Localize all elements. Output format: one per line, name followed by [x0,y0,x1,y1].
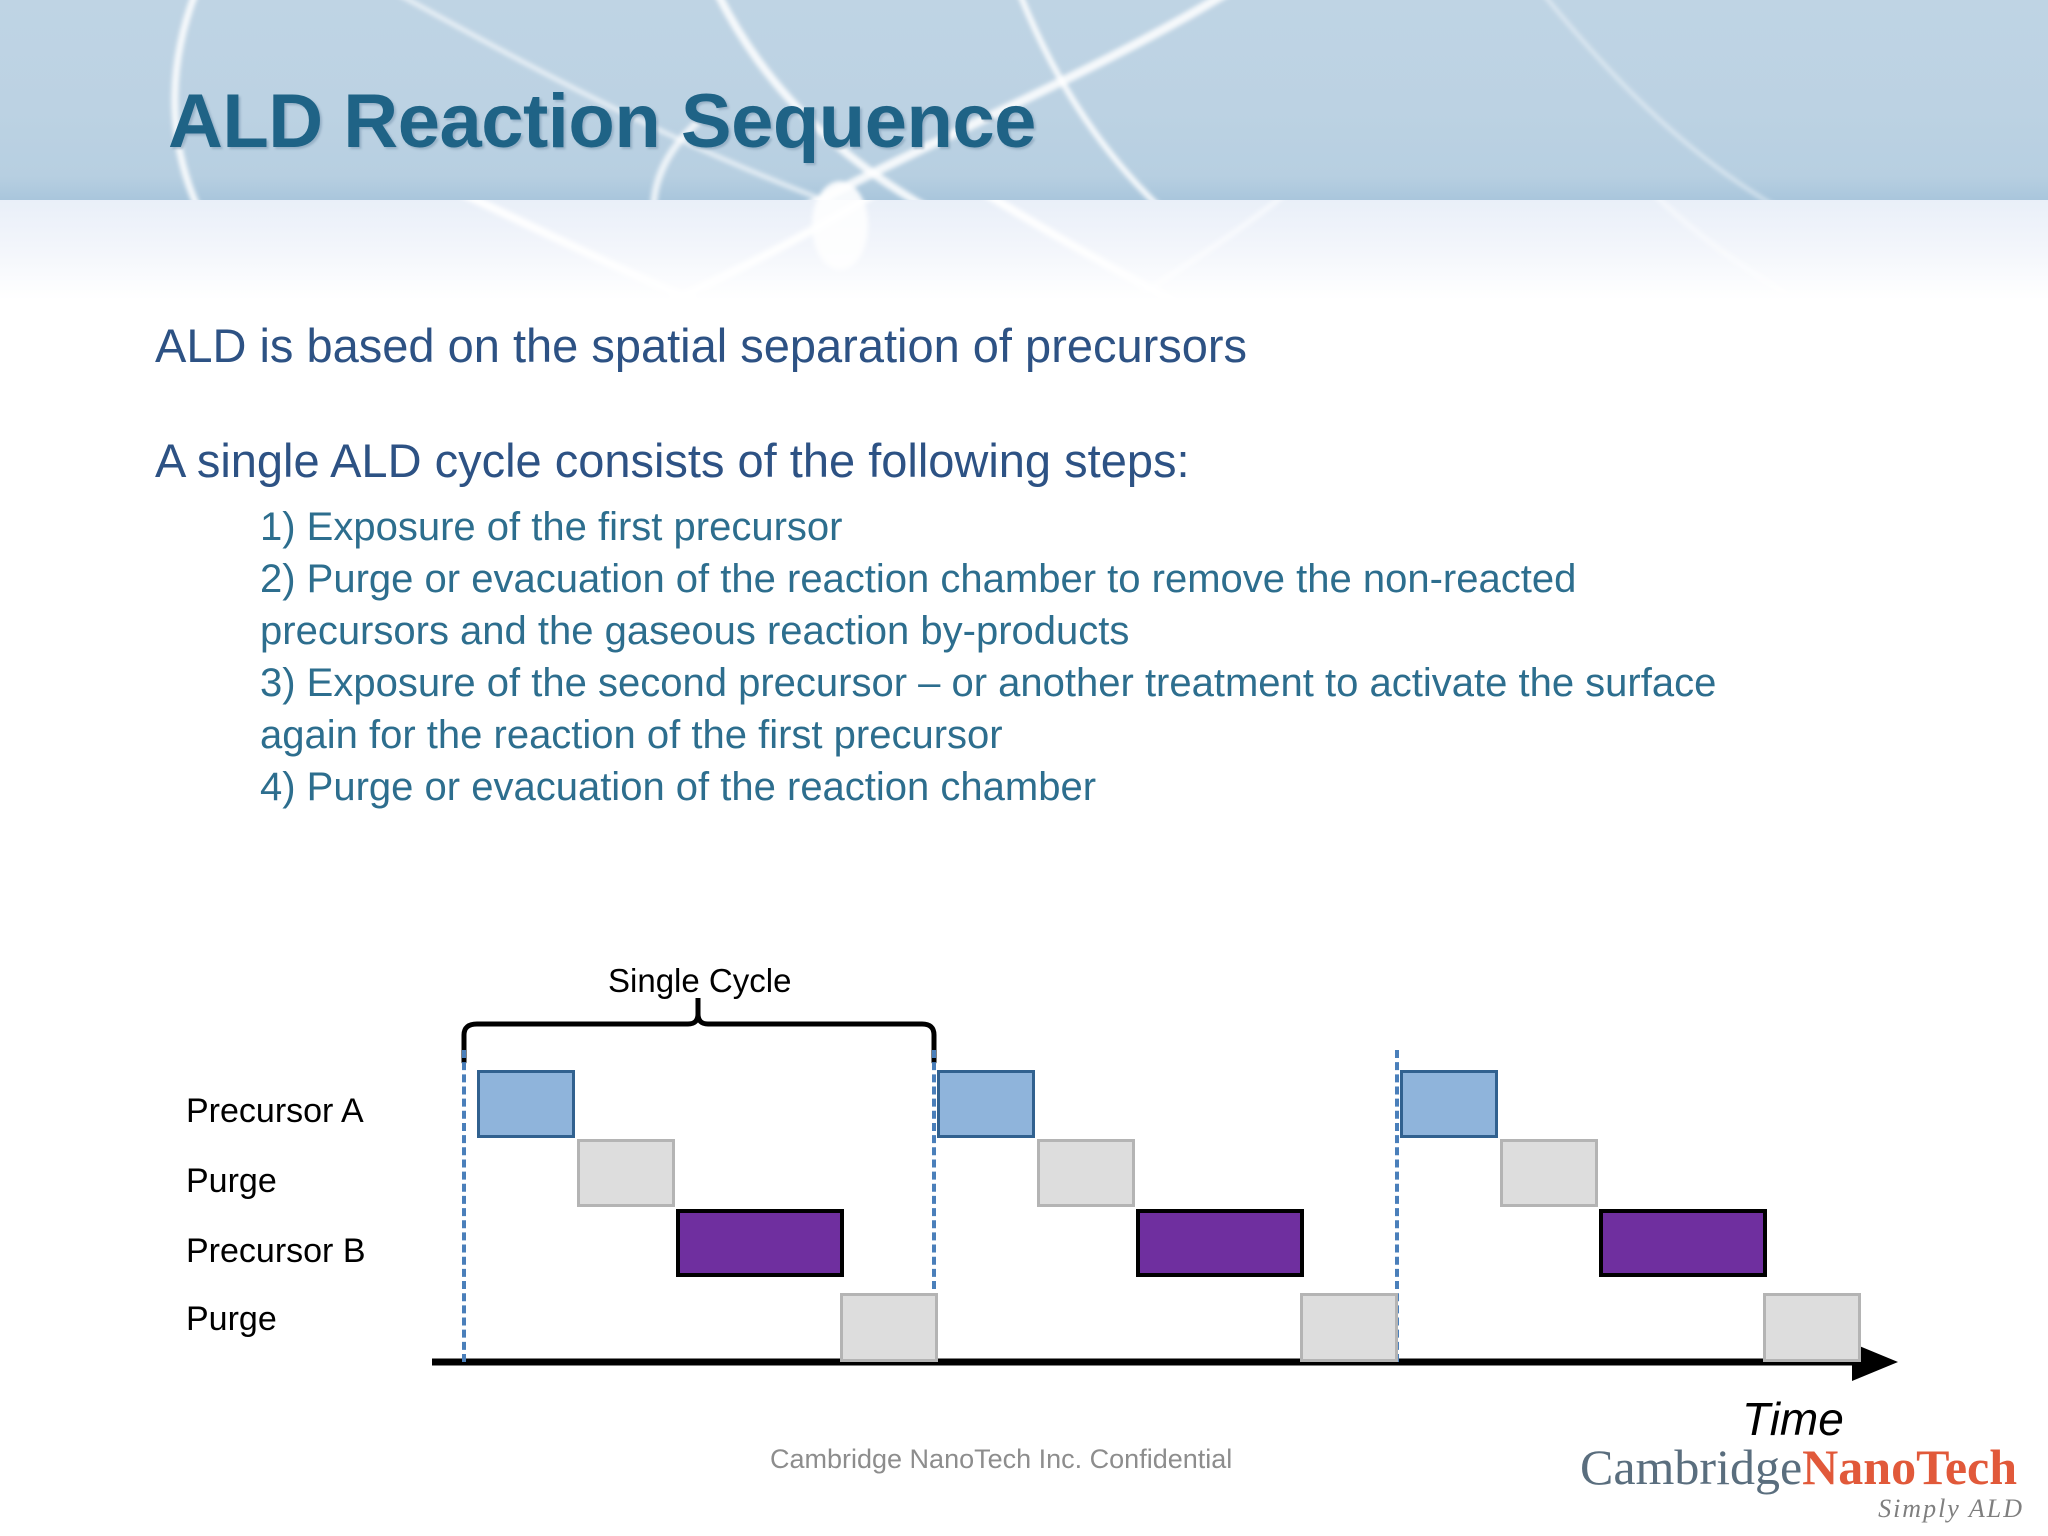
single-cycle-brace [461,998,937,1065]
pulse-precursor-a-cycle-2 [937,1070,1035,1138]
cycle-divider-3 [1395,1050,1399,1362]
header-fade-band [0,200,2048,300]
pulse-purge-1-cycle-3 [1500,1139,1598,1207]
cambridge-nanotech-logo: CambridgeNanoTech Simply ALD [1580,1442,2030,1524]
step-line-2-cont: precursors and the gaseous reaction by-p… [260,609,1130,654]
slide-body: ALD is based on the spatial separation o… [155,319,1975,813]
pulse-precursor-b-cycle-2 [1136,1209,1304,1277]
step-line-3: 3) Exposure of the second precursor – or… [260,661,1717,706]
step-line-3-cont: again for the reaction of the first prec… [260,713,1003,758]
time-axis-label: Time [1742,1393,1844,1445]
step-line-2: 2) Purge or evacuation of the reaction c… [260,557,1577,602]
pulse-purge-1-cycle-2 [1037,1139,1135,1207]
cycle-divider-2 [932,1050,936,1362]
pulse-precursor-b-cycle-3 [1599,1209,1767,1277]
row-label-precursor-b: Precursor B [186,1232,366,1270]
lead-line-2: A single ALD cycle consists of the follo… [155,433,1190,487]
row-label-precursor-a: Precursor A [186,1092,364,1130]
row-label-purge-2: Purge [186,1300,277,1338]
time-axis-arrowhead [1852,1343,1898,1381]
pulse-purge-2-cycle-1 [840,1293,938,1362]
pulse-precursor-a-cycle-1 [477,1070,575,1138]
cycle-divider-1 [462,1050,466,1362]
pulse-precursor-b-cycle-1 [676,1209,844,1277]
text-spacer [155,373,1975,435]
step-line-4: 4) Purge or evacuation of the reaction c… [260,765,1097,810]
single-cycle-label: Single Cycle [608,962,792,999]
pulse-precursor-a-cycle-3 [1400,1070,1498,1138]
step-list: 1) Exposure of the first precursor 2) Pu… [155,501,1975,813]
logo-tagline: Simply ALD [1878,1494,2024,1523]
lead-line-1: ALD is based on the spatial separation o… [155,319,1248,372]
confidential-footer: Cambridge NanoTech Inc. Confidential [770,1444,1233,1474]
logo-wordmark: CambridgeNanoTech [1580,1442,2030,1492]
header-banner: ALD Reaction Sequence [0,0,2048,200]
pulse-purge-1-cycle-1 [577,1139,675,1207]
atom-orbit-decoration-lower [466,200,1801,300]
page-title: ALD Reaction Sequence [168,79,1036,164]
logo-text-nanotech: NanoTech [1802,1439,2018,1495]
logo-text-cambridge: Cambridge [1580,1439,1803,1495]
pulse-purge-2-cycle-2 [1300,1293,1398,1362]
row-label-purge-1: Purge [186,1162,277,1200]
pulse-purge-2-cycle-3 [1763,1293,1861,1362]
step-line-1: 1) Exposure of the first precursor [260,505,843,550]
